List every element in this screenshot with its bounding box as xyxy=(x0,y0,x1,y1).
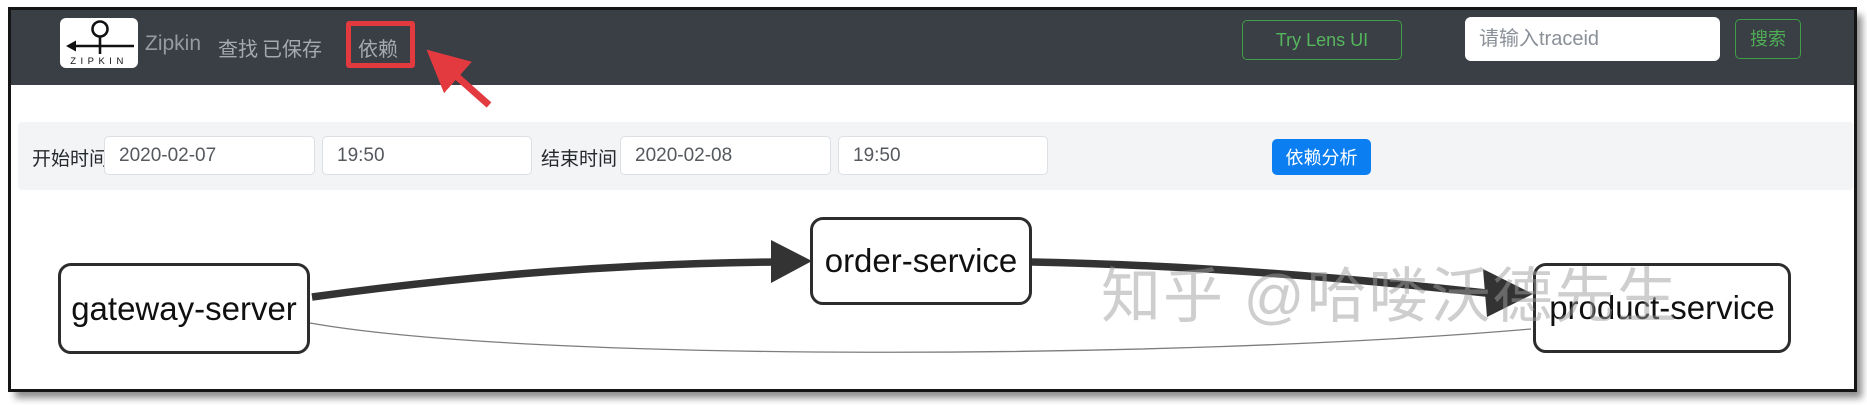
zipkin-pin-icon: ZIPKIN xyxy=(66,20,134,67)
end-time-input[interactable] xyxy=(838,136,1048,175)
graph-node-gateway-server[interactable]: gateway-server xyxy=(58,263,310,354)
start-date-input[interactable] xyxy=(104,136,315,175)
start-time-label: 开始时间 xyxy=(32,149,109,170)
end-date-input[interactable] xyxy=(620,136,831,175)
search-button[interactable]: 搜索 xyxy=(1735,19,1801,59)
graph-node-product-service[interactable]: product-service xyxy=(1533,263,1791,353)
graph-node-order-service[interactable]: order-service xyxy=(810,217,1032,305)
nav-item-find[interactable]: 查找 xyxy=(218,39,258,61)
zipkin-logo[interactable]: ZIPKIN xyxy=(60,18,138,68)
nav-item-saved[interactable]: 已保存 xyxy=(262,39,322,61)
try-lens-ui-button[interactable]: Try Lens UI xyxy=(1242,20,1402,60)
filter-bar: 开始时间 结束时间 依赖分析 xyxy=(18,122,1853,190)
nav-item-dependencies[interactable]: 依赖 xyxy=(358,39,398,61)
app-window: ZIPKIN Zipkin 查找 已保存 依赖 Try Lens UI 搜索 开… xyxy=(8,7,1857,392)
graph-edges xyxy=(309,240,1533,353)
end-time-label: 结束时间 xyxy=(541,149,618,170)
navbar: ZIPKIN Zipkin 查找 已保存 依赖 Try Lens UI 搜索 xyxy=(11,10,1854,85)
traceid-input[interactable] xyxy=(1465,17,1720,61)
start-time-input[interactable] xyxy=(322,136,532,175)
svg-text:ZIPKIN: ZIPKIN xyxy=(70,56,128,67)
dependency-graph: gateway-server order-service product-ser… xyxy=(11,190,1854,392)
brand-label: Zipkin xyxy=(145,32,202,55)
dependency-analyze-button[interactable]: 依赖分析 xyxy=(1272,139,1371,175)
